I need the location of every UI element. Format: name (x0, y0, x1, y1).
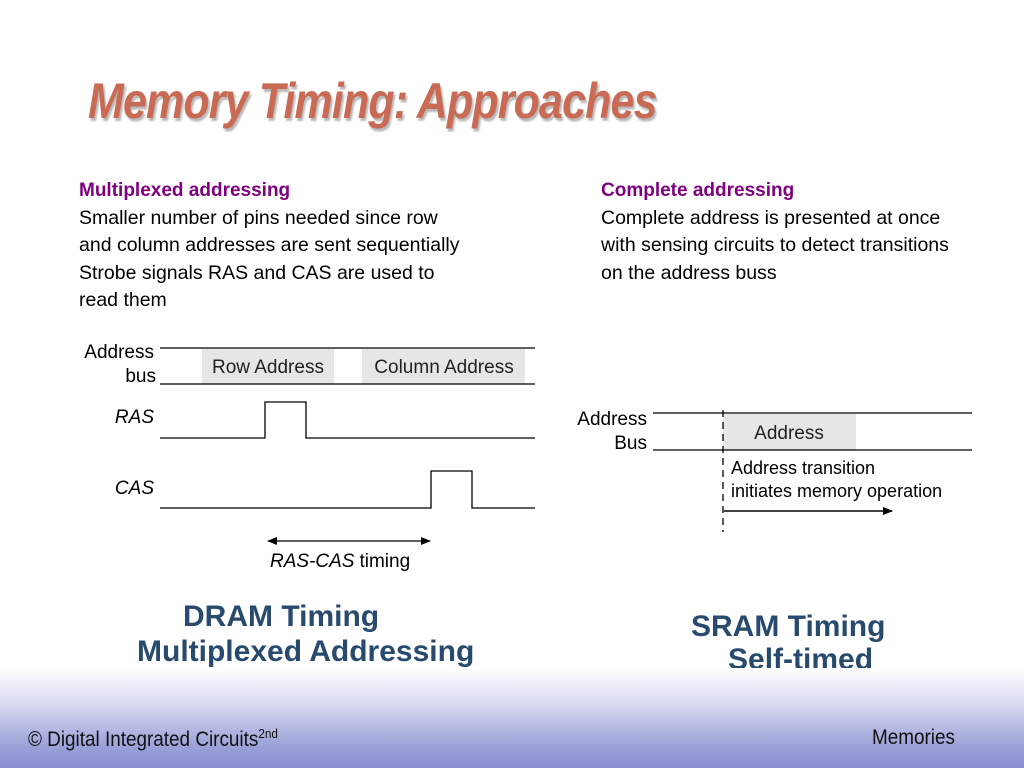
left-line-3: Strobe signals RAS and CAS are used to (79, 261, 435, 284)
address-transition-note-2: initiates memory operation (731, 481, 942, 501)
slide-footer: © Digital Integrated Circuits2nd Memorie… (0, 668, 1024, 768)
left-line-1: Smaller number of pins needed since row (79, 206, 438, 229)
row-address-field (202, 349, 334, 384)
multiplexed-addressing-heading: Multiplexed addressing (79, 180, 291, 201)
sram-address-text: Address (754, 423, 824, 444)
sram-address-label-2: Bus (614, 433, 647, 454)
dram-caption-line-2: Multiplexed Addressing (137, 635, 475, 668)
cas-label: CAS (115, 478, 154, 499)
dram-timing-diagram: Address bus Row Address Column Address R… (84, 342, 535, 572)
footer-edition: 2nd (258, 726, 278, 741)
sram-address-field (723, 414, 856, 450)
address-bus-label-2: bus (125, 366, 156, 387)
ras-waveform (160, 401, 535, 439)
row-address-label: Row Address (212, 357, 324, 378)
sram-timing-diagram: Address Bus Address Address transition i… (577, 409, 972, 532)
column-address-field (362, 349, 525, 384)
right-line-3: on the address buss (601, 261, 777, 284)
address-bus-label-1: Address (84, 342, 154, 363)
multiplexed-addressing-text: Multiplexed addressing Smaller number of… (79, 177, 459, 315)
left-line-4: read them (79, 289, 167, 311)
ras-label: RAS (115, 407, 154, 428)
right-line-1: Complete address is presented at once (601, 206, 941, 229)
footer-section-name: Memories (872, 726, 955, 749)
column-address-label: Column Address (374, 357, 513, 378)
sram-caption-line-1: SRAM Timing (691, 610, 886, 643)
sram-address-label-1: Address (577, 409, 647, 430)
address-transition-note-1: Address transition (731, 458, 875, 478)
right-line-2: with sensing circuits to detect transiti… (601, 234, 949, 256)
dram-caption-line-1: DRAM Timing (183, 600, 380, 633)
complete-addressing-text: Complete addressing Complete address is … (601, 177, 949, 287)
slide-title: Memory Timing: Approaches (88, 73, 658, 129)
footer-copyright: © Digital Integrated Circuits2nd (28, 726, 278, 751)
cas-waveform (160, 470, 535, 509)
complete-addressing-heading: Complete addressing (601, 180, 795, 201)
left-line-2: and column addresses are sent sequential… (79, 234, 460, 256)
